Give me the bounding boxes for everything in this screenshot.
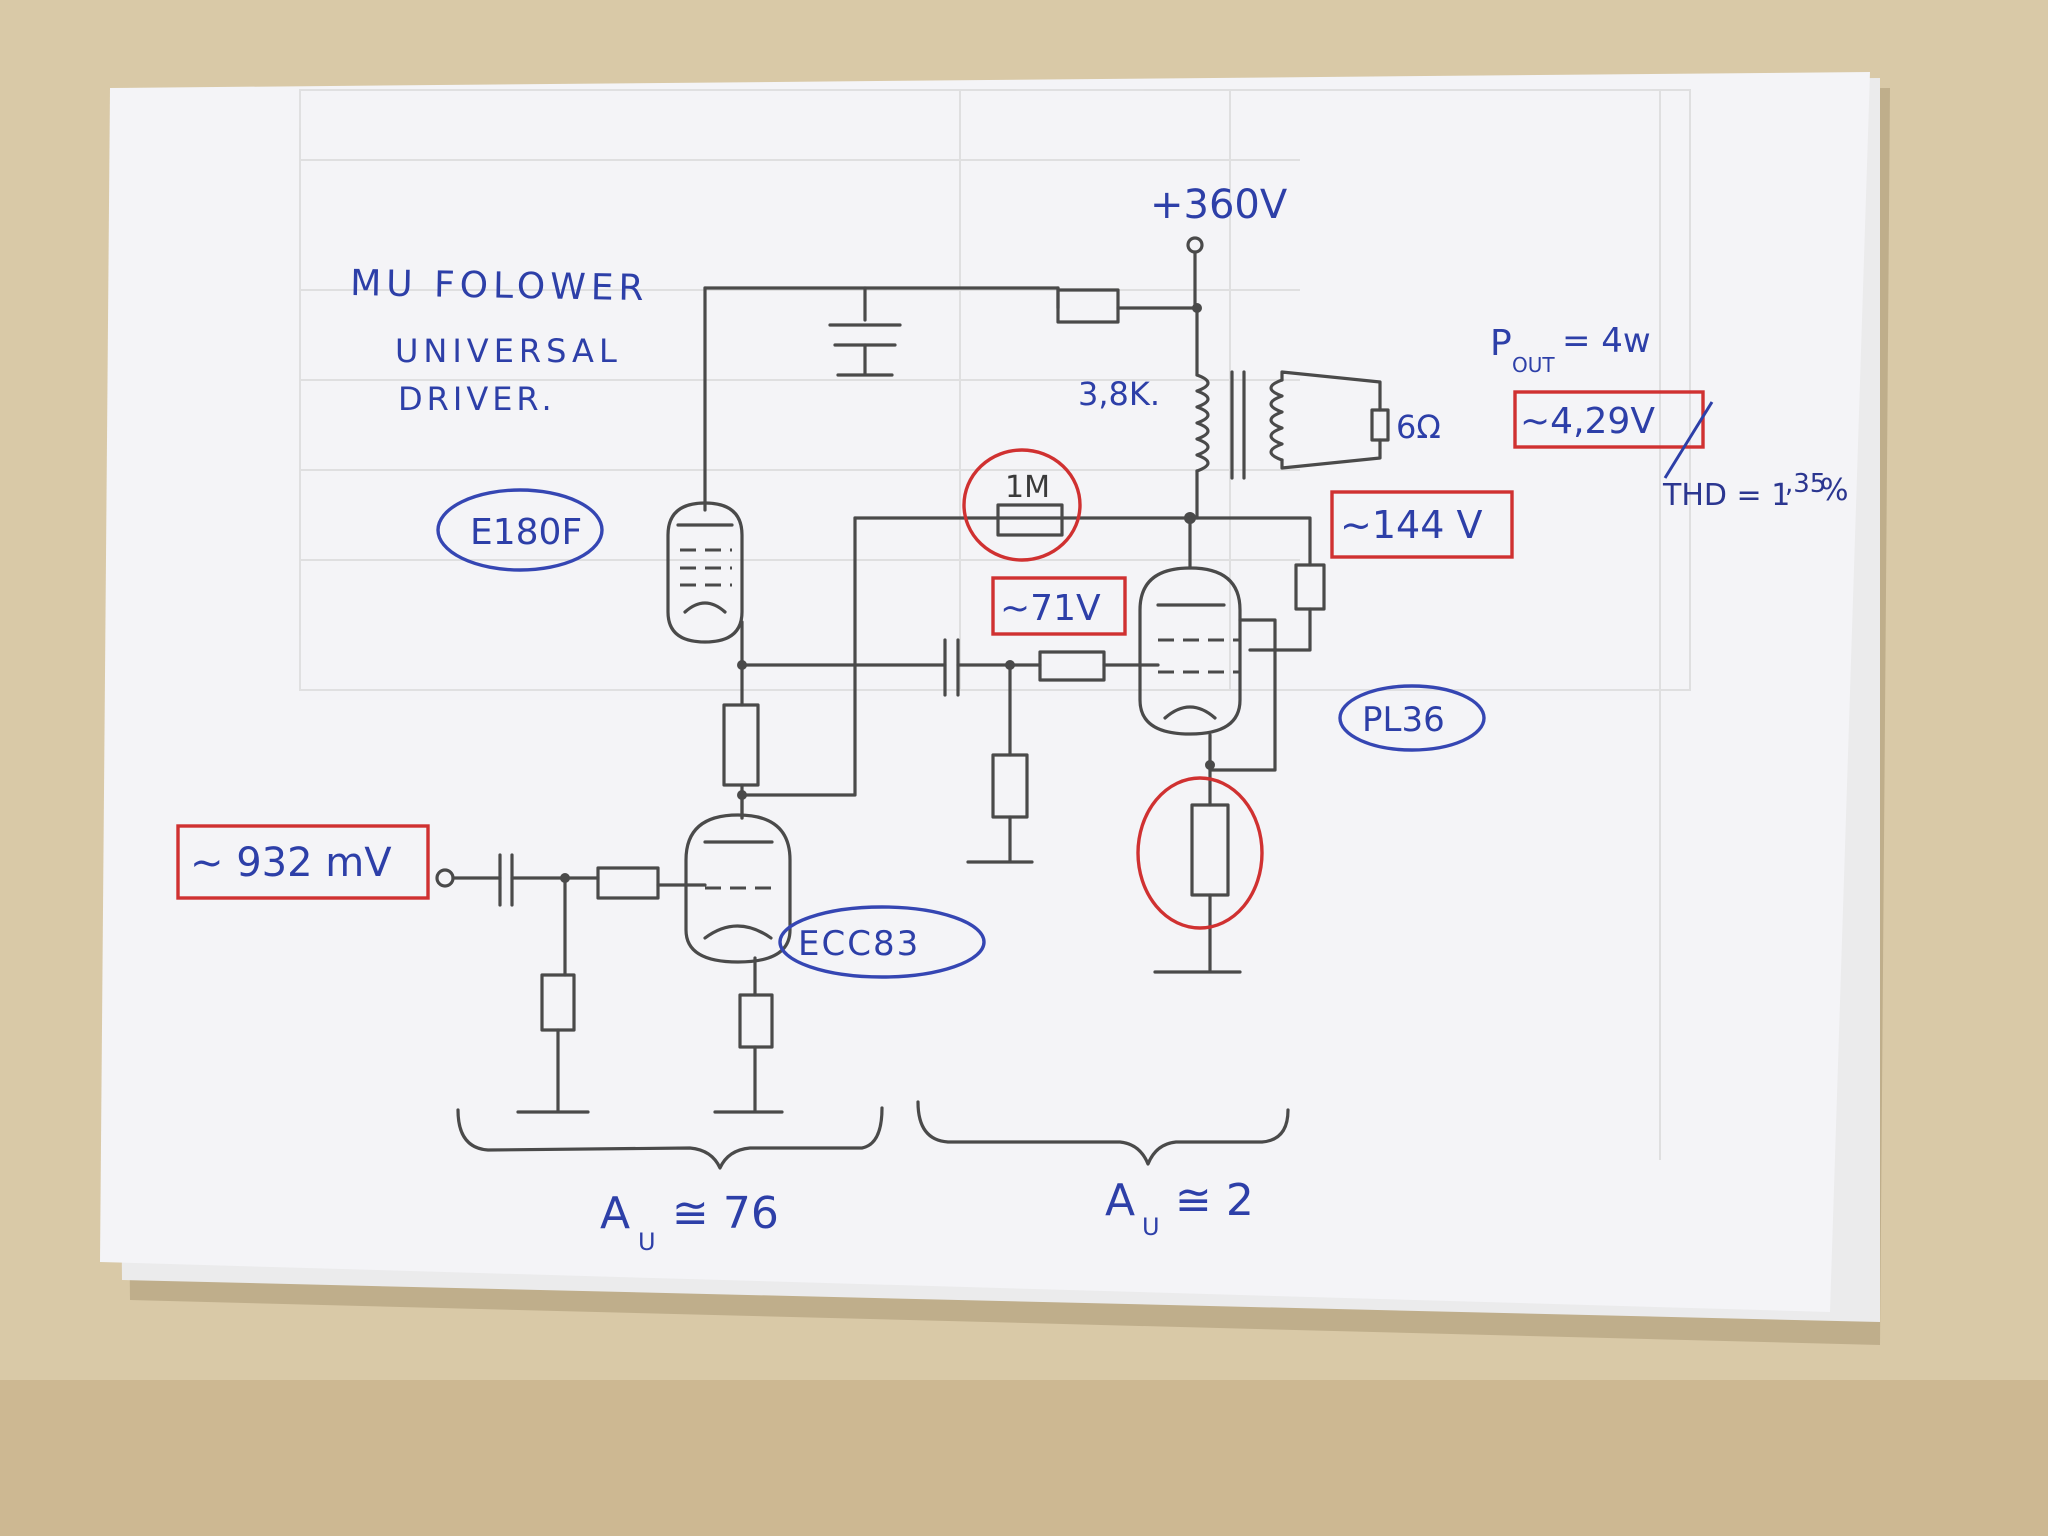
stage1-brace [456, 1106, 884, 1170]
ecc83-label-oval [778, 905, 986, 979]
input-voltage-value: ~ 932 mV [190, 840, 392, 886]
input-voltage-box [176, 824, 430, 900]
stage1-gain-symbol: A [600, 1188, 630, 1239]
back-side-table-ghost [299, 89, 1691, 1160]
title-line-3: DRIVER. [398, 380, 556, 418]
input-coupling-capacitor [498, 853, 514, 907]
paper-sheet [100, 72, 1870, 1312]
speaker-impedance-label: 6Ω [1396, 408, 1441, 446]
stage2-gain-value: ≅ 2 [1175, 1175, 1254, 1226]
pl36-tube-symbol [1138, 516, 1277, 772]
supply-dropping-resistor [1056, 288, 1120, 324]
thd-unit: % [1820, 473, 1849, 508]
grid-voltage-box [991, 576, 1127, 636]
transformer-primary-coil [1195, 373, 1210, 473]
output-voltage-value: ~4,29V [1520, 401, 1655, 442]
power-out-subscript: OUT [1512, 353, 1555, 377]
coupling-capacitor-2 [943, 638, 960, 697]
pl36-label-oval [1338, 684, 1486, 752]
ecc83-grid-stopper [596, 866, 660, 900]
title-line-1: MU FOLOWER [350, 263, 649, 309]
feedback-resistor [996, 503, 1064, 537]
feedback-resistor-label: 1M [1005, 470, 1050, 505]
stage2-gain-subscript: U [1142, 1213, 1160, 1241]
power-out-value: = 4w [1562, 321, 1651, 361]
table-shadow [0, 1380, 2048, 1536]
stage1-gain-subscript: U [638, 1228, 656, 1256]
transformer-core [1230, 370, 1246, 480]
grid-voltage-value: ~71V [1000, 588, 1101, 629]
plate-load-label: 3,8K. [1078, 375, 1160, 413]
output-voltage-box [1513, 390, 1705, 449]
speaker-load-resistor [1370, 408, 1390, 442]
pl36-label: PL36 [1362, 700, 1445, 740]
e180f-label: E180F [470, 512, 582, 553]
supply-voltage-label: +360V [1150, 182, 1288, 228]
plate-voltage-box [1330, 490, 1514, 559]
e180f-tube-symbol [666, 501, 744, 667]
feedback-resistor-circle [962, 448, 1082, 562]
power-out-symbol: P [1490, 323, 1512, 364]
thd-leader-line [1663, 401, 1714, 479]
thd-decimal: ,35 [1785, 469, 1826, 499]
ecc83-label: ECC83 [798, 924, 920, 964]
schematic [435, 236, 1390, 1170]
stage1-gain-value: ≅ 76 [672, 1188, 779, 1239]
e180f-label-oval [436, 488, 604, 572]
ecc83-tube-symbol [684, 813, 792, 997]
plate-voltage-value: ~144 V [1340, 503, 1482, 547]
transformer-secondary-coil [1269, 378, 1284, 462]
stage2-gain-symbol: A [1105, 1175, 1135, 1226]
thd-prefix: THD = 1 [1662, 478, 1790, 513]
stage2-brace [916, 1100, 1290, 1166]
pl36-cathode-circle [1136, 776, 1264, 930]
title-line-2: UNIVERSAL [395, 332, 622, 370]
